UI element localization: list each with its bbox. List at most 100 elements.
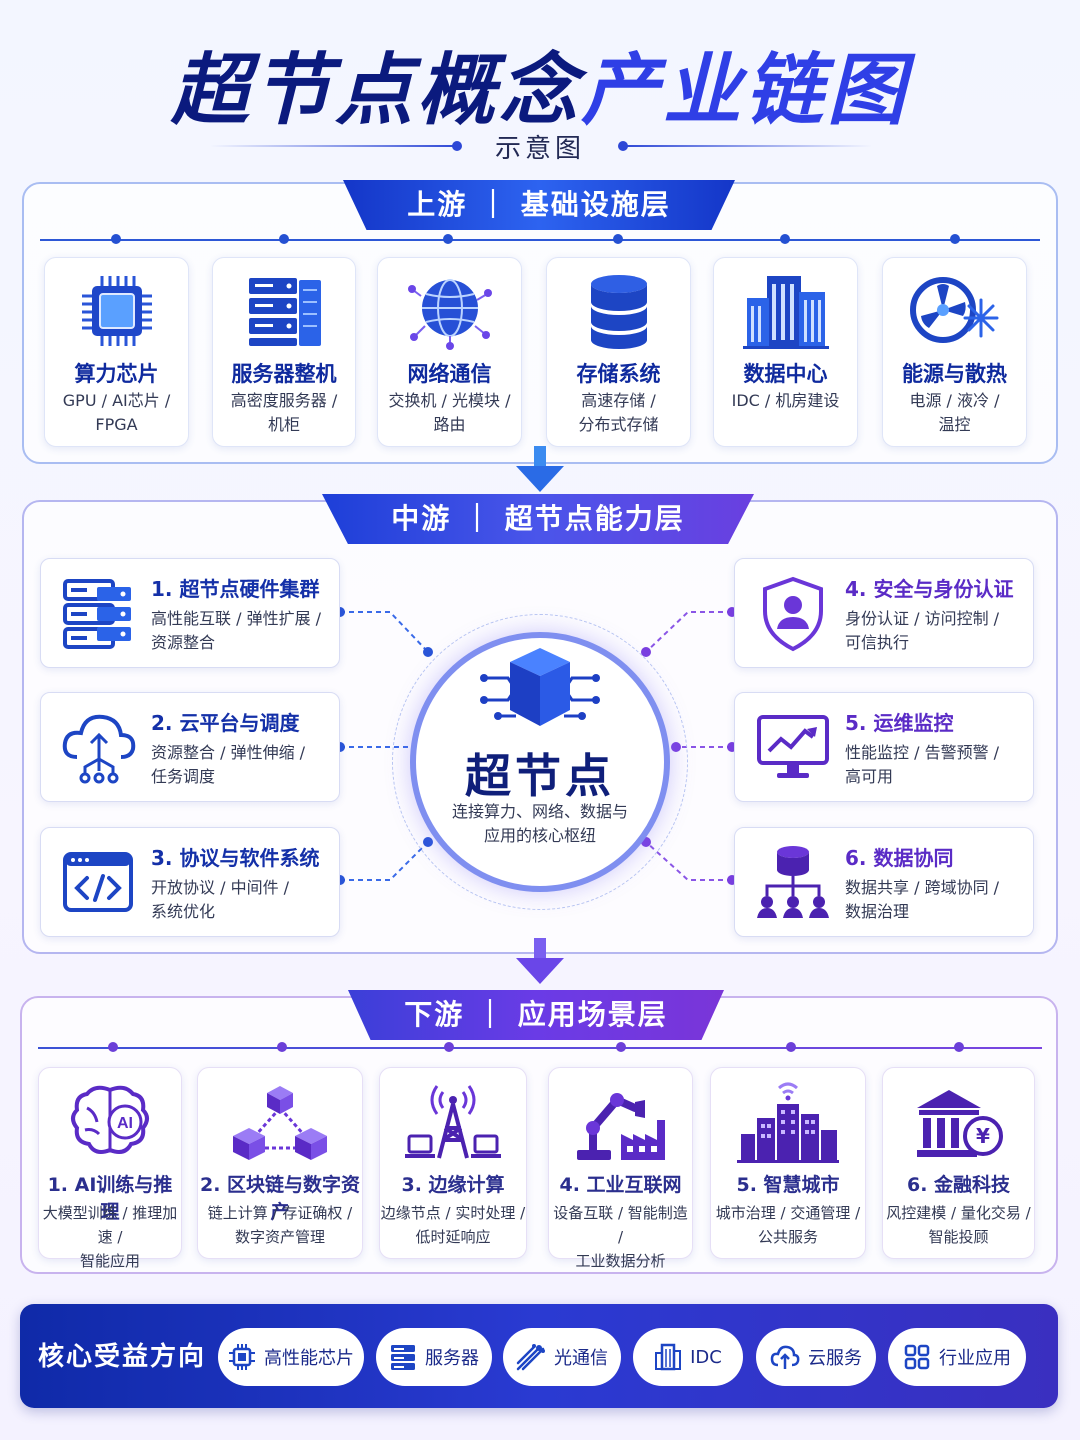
downstream-node: [277, 1042, 287, 1052]
upstream-node: [279, 234, 289, 244]
bank-yen-icon: ¥: [883, 1078, 1034, 1168]
benefit-label: IDC: [690, 1346, 722, 1368]
code-window-icon: [63, 852, 133, 912]
building-icon: [655, 1343, 682, 1371]
mid-card-title: 5. 运维监控: [845, 711, 954, 735]
card-desc: GPU / AI芯片 /FPGA: [62, 391, 171, 434]
benefit-pill-chip[interactable]: 高性能芯片: [218, 1328, 364, 1386]
mid-card-cloud-platform[interactable]: 2. 云平台与调度 资源整合 / 弹性伸缩 /任务调度: [40, 692, 340, 802]
card-title: 5. 智慧城市: [736, 1174, 840, 1196]
card-title: 6. 金融科技: [906, 1174, 1011, 1196]
monitor-chart-icon: [757, 715, 829, 778]
subtitle-row: 示意图: [0, 128, 1080, 164]
hub-circle: [410, 632, 670, 892]
card-desc: 高速存储 /分布式存储: [578, 391, 659, 434]
upstream-node: [443, 234, 453, 244]
card-desc: 设备互联 / 智能制造 /工业数据分析: [553, 1204, 688, 1270]
card-title: 数据中心: [743, 362, 828, 386]
hub-outer-ring: [392, 614, 688, 910]
mid-card-hardware-cluster[interactable]: 1. 超节点硬件集群 高性能互联 / 弹性扩展 /资源整合: [40, 558, 340, 668]
card-desc: 交换机 / 光模块 /路由: [388, 391, 511, 434]
cloud-upload-icon: [770, 1345, 800, 1369]
fan-snowflake-icon: [883, 270, 1026, 352]
ai-brain-icon: AI: [39, 1078, 181, 1168]
benefit-pill-industry[interactable]: 行业应用: [888, 1328, 1026, 1386]
benefit-pill-idc[interactable]: IDC: [633, 1328, 743, 1386]
chip-icon: [45, 270, 188, 352]
mid-card-title: 6. 数据协同: [845, 846, 954, 870]
downstream-card-ai[interactable]: AI 1. AI训练与推理 大模型训练 / 推理加速 /智能应用: [38, 1067, 182, 1270]
mid-card-title: 4. 安全与身份认证: [845, 577, 1014, 601]
upstream-card-network[interactable]: 网络通信 交换机 / 光模块 /路由: [377, 257, 522, 447]
card-title: 算力芯片: [74, 362, 159, 386]
benefit-pill-server[interactable]: 服务器: [376, 1328, 492, 1386]
benefit-label: 云服务: [808, 1348, 862, 1369]
upstream-card-server[interactable]: 服务器整机 高密度服务器 /机柜: [212, 257, 356, 447]
downstream-card-industrial[interactable]: 4. 工业互联网 设备互联 / 智能制造 /工业数据分析: [548, 1067, 693, 1270]
server-cluster-icon: [63, 579, 131, 649]
arrow-down-icon: [516, 938, 564, 984]
optical-fiber-icon: [516, 1344, 545, 1371]
title-part-2: 产业链图: [581, 46, 910, 136]
mid-card-protocol-software[interactable]: 3. 协议与软件系统 开放协议 / 中间件 /系统优化: [40, 827, 340, 937]
mid-card-desc: 数据共享 / 跨域协同 /数据治理: [845, 878, 1000, 921]
building-icon: [714, 270, 857, 352]
downstream-card-blockchain[interactable]: 2. 区块链与数字资产 链上计算 / 存证确权 /数字资产管理: [197, 1067, 363, 1259]
robot-arm-factory-icon: [549, 1078, 692, 1168]
upstream-card-datacenter[interactable]: 数据中心 IDC / 机房建设: [713, 257, 858, 447]
mid-card-desc: 开放协议 / 中间件 /系统优化: [151, 878, 290, 921]
shield-user-icon: [763, 576, 823, 652]
globe-network-icon: [378, 270, 521, 352]
card-title: 1. AI训练与推理: [47, 1174, 173, 1223]
downstream-connector-line: [38, 1047, 1042, 1049]
upstream-tab: 上游 ｜ 基础设施层: [343, 180, 735, 230]
database-icon: [547, 270, 690, 352]
downstream-card-smart-city[interactable]: 5. 智慧城市 城市治理 / 交通管理 /公共服务: [710, 1067, 866, 1259]
benefit-label: 行业应用: [939, 1348, 1011, 1369]
title-part-1: 超节点概念: [170, 46, 581, 136]
mid-card-data-collaboration[interactable]: 6. 数据协同 数据共享 / 跨域协同 /数据治理: [734, 827, 1034, 937]
mid-card-desc: 身份认证 / 访问控制 /可信执行: [845, 609, 1000, 652]
upstream-card-storage[interactable]: 存储系统 高速存储 /分布式存储: [546, 257, 691, 447]
mid-card-title: 2. 云平台与调度: [151, 711, 300, 735]
hub-desc: 连接算力、网络、数据与应用的核心枢纽: [451, 802, 628, 845]
downstream-card-fintech[interactable]: ¥ 6. 金融科技 风控建模 / 量化交易 /智能投顾: [882, 1067, 1035, 1259]
mid-card-security[interactable]: 4. 安全与身份认证 身份认证 / 访问控制 /可信执行: [734, 558, 1034, 668]
upstream-node: [950, 234, 960, 244]
upstream-card-energy[interactable]: 能源与散热 电源 / 液冷 /温控: [882, 257, 1027, 447]
mid-card-ops-monitor[interactable]: 5. 运维监控 性能监控 / 告警预警 /高可用: [734, 692, 1034, 802]
card-desc: IDC / 机房建设: [731, 391, 840, 410]
server-icon: [391, 1345, 415, 1370]
downstream-card-edge[interactable]: 3. 边缘计算 边缘节点 / 实时处理 /低时延响应: [379, 1067, 527, 1259]
cube-network-icon: [480, 648, 600, 726]
downstream-tab: 下游 ｜ 应用场景层: [348, 990, 724, 1040]
hub-title: 超节点: [465, 749, 615, 803]
card-title: 存储系统: [576, 362, 661, 386]
mid-card-title: 1. 超节点硬件集群: [151, 577, 320, 601]
downstream-node: [616, 1042, 626, 1052]
mid-card-desc: 资源整合 / 弹性伸缩 /任务调度: [151, 743, 306, 786]
arrow-down-icon: [516, 446, 564, 492]
subtitle-dot-left: [452, 141, 462, 151]
card-desc: 边缘节点 / 实时处理 /低时延响应: [380, 1204, 526, 1246]
edge-tower-icon: [380, 1078, 526, 1168]
benefit-label: 高性能芯片: [264, 1348, 354, 1369]
upstream-node: [780, 234, 790, 244]
database-tree-icon: [757, 846, 829, 918]
card-desc: 电源 / 液冷 /温控: [909, 391, 1000, 434]
upstream-card-chip[interactable]: 算力芯片 GPU / AI芯片 /FPGA: [44, 257, 189, 447]
downstream-node: [108, 1042, 118, 1052]
card-desc: 风控建模 / 量化交易 /智能投顾: [886, 1204, 1031, 1246]
mid-card-desc: 性能监控 / 告警预警 /高可用: [845, 743, 1000, 786]
card-desc: 大模型训练 / 推理加速 /智能应用: [42, 1204, 178, 1270]
upstream-node: [613, 234, 623, 244]
benefit-pill-cloud[interactable]: 云服务: [756, 1328, 876, 1386]
benefit-pill-optical[interactable]: 光通信: [503, 1328, 621, 1386]
main-title: 超节点概念产业链图: [0, 28, 1080, 140]
benefit-label: 光通信: [554, 1348, 608, 1369]
cloud-upload-icon: [62, 714, 136, 784]
card-desc: 链上计算 / 存证确权 /数字资产管理: [207, 1204, 353, 1246]
svg-text:AI: AI: [117, 1115, 133, 1132]
card-title: 网络通信: [407, 362, 492, 386]
card-title: 3. 边缘计算: [401, 1174, 505, 1196]
